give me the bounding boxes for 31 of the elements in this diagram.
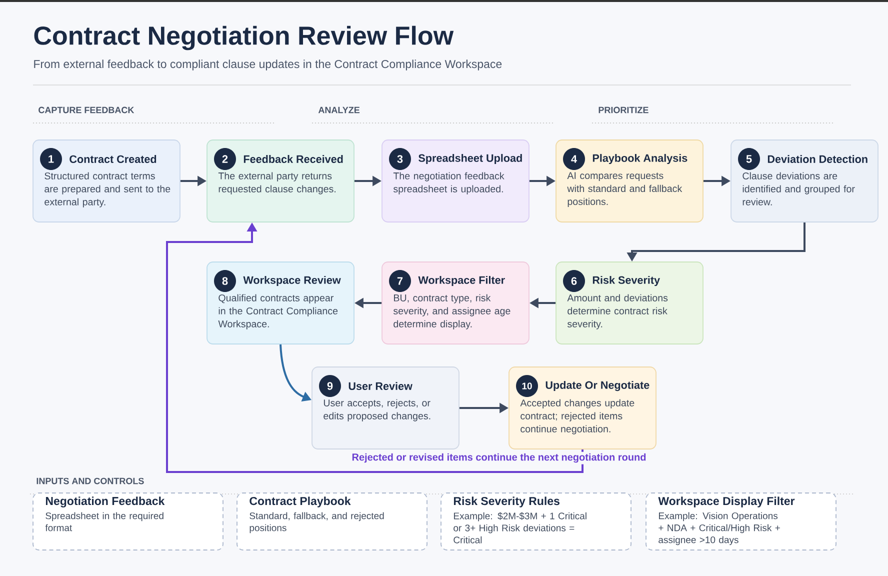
title: Contract Negotiation Review Flow [34, 26, 454, 50]
step-number: 2 [214, 148, 236, 170]
step-box: 9 User Review User accepts, rejects, or edits proposed changes. [312, 366, 460, 450]
step-box: 1 Contract Created Structured contract terms are prepared and sent to the external party. [32, 140, 180, 222]
step-box: 10 Update Or Negotiate Accepted changes update contract; rejected items continue negotiation. [508, 366, 656, 450]
input-card: Contract Playbook Standard, fallback, and rejected positions [236, 492, 428, 550]
section-heading: PRIORITIZE [598, 106, 648, 114]
step-number: 1 [40, 148, 62, 170]
step-number: 8 [214, 270, 236, 292]
section-heading: INPUTS AND CONTROLS [36, 478, 144, 484]
input-card: Workspace Display Filter Example: Vision Operations + NDA + Critical/High Risk + assignee >10 days [646, 492, 836, 550]
step-number: 4 [563, 148, 585, 170]
step-box: 2 Feedback Received The external party returns requested clause changes. [206, 140, 354, 222]
step-box: 3 Spreadsheet Upload The negotiation feedback spreadsheet is uploaded. [382, 140, 530, 222]
edge-label: Rejected or revised items continue the next negotiation round [350, 452, 648, 464]
section-heading: CAPTURE FEEDBACK [38, 106, 134, 114]
step-box: 8 Workspace Review Qualified contracts appear in the Contract Compliance Workspace. [206, 262, 354, 344]
step-number: 10 [516, 375, 538, 397]
subtitle: From external feedback to compliant clause updates in the Contract Compliance Workspace [34, 60, 502, 70]
step-number: 5 [738, 148, 760, 170]
step-box: 6 Risk Severity Amount and deviations determine contract risk severity. [556, 262, 704, 344]
step-box: 7 Workspace Filter BU, contract type, risk severity, and assignee age determine display. [382, 262, 530, 344]
input-card: Negotiation Feedback Spreadsheet in the required format [32, 492, 224, 550]
input-card: Risk Severity Rules Example: $2M-$3M + 1 Critical or 3+ High Risk deviations = Critical [440, 492, 632, 550]
step-number: 7 [389, 270, 411, 292]
step-box: 4 Playbook Analysis AI compares requests with standard and fallback positions. [556, 140, 704, 222]
section-heading: ANALYZE [318, 106, 360, 114]
step-number: 3 [389, 148, 411, 170]
step-number: 6 [563, 270, 585, 292]
step-box: 5 Deviation Detection Clause deviations are identified and grouped for review. [730, 140, 878, 222]
step-number: 9 [319, 375, 341, 397]
